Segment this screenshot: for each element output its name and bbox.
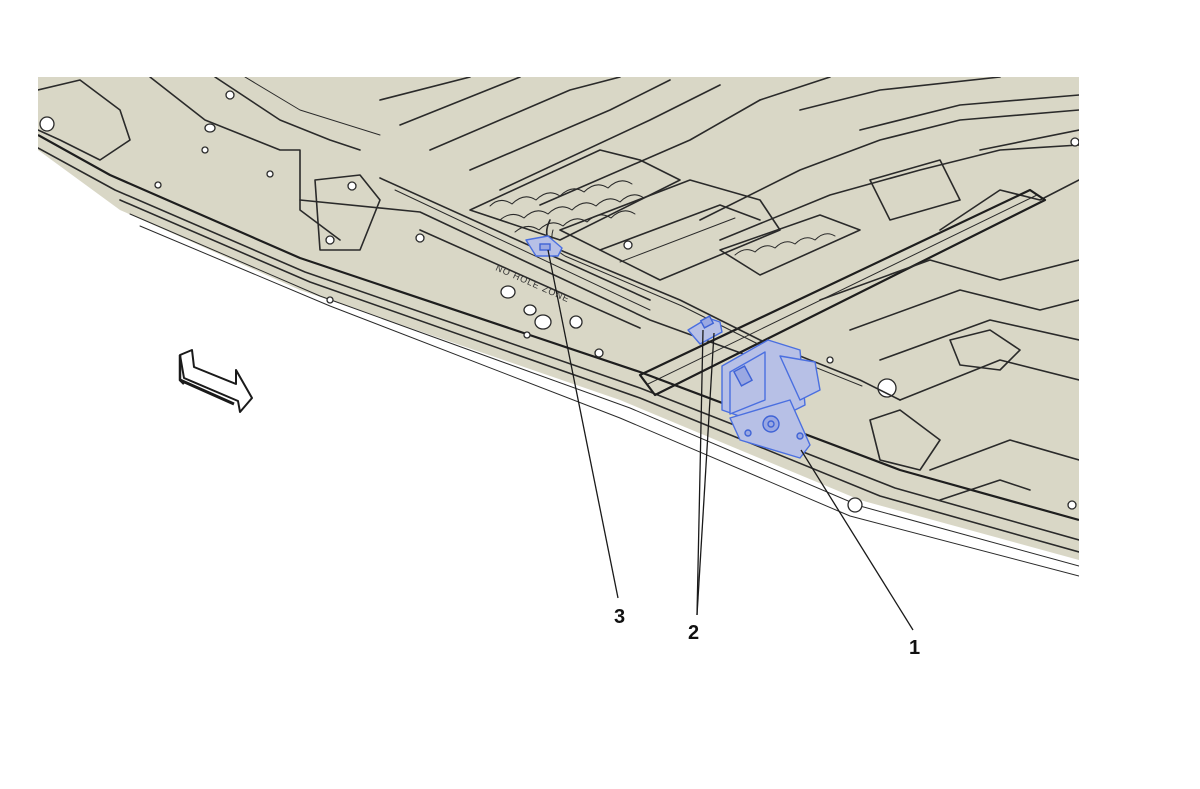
callout-2: 2	[688, 622, 699, 644]
lower-white-area	[38, 150, 1079, 587]
underbody-illustration: NO HOLE ZONE	[38, 77, 1079, 587]
leader-line-3	[547, 249, 619, 599]
part-3-bracket	[525, 235, 563, 257]
callout-3: 3	[614, 606, 625, 628]
callout-1: 1	[909, 637, 920, 659]
leader-line-1	[800, 449, 914, 631]
cross-bar	[638, 188, 1047, 397]
leader-line-2a	[696, 329, 704, 616]
part-2-clip	[687, 315, 723, 345]
direction-arrow-icon	[178, 349, 253, 413]
part-1-control-unit	[721, 339, 821, 459]
side-sill	[38, 134, 1079, 522]
leader-line-2b	[696, 332, 715, 616]
